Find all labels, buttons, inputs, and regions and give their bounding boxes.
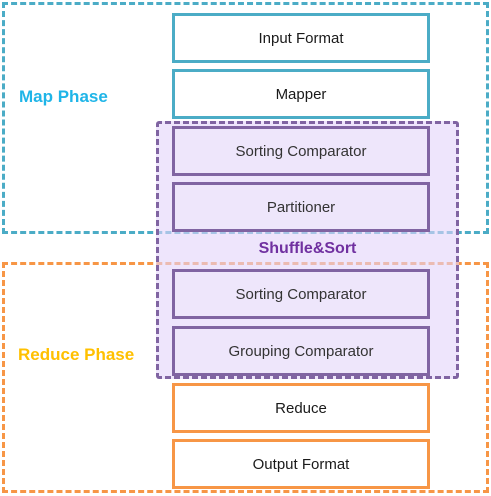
map-phase-label: Map Phase — [19, 87, 108, 106]
mapper-label: Mapper — [275, 85, 327, 103]
shuffle-sort-label: Shuffle&Sort — [258, 240, 357, 257]
grouping-comparator-box: Grouping Comparator — [172, 326, 430, 376]
sorting-comparator-box-reduce: Sorting Comparator — [172, 269, 430, 319]
output-format-label: Output Format — [252, 455, 350, 473]
partitioner-label: Partitioner — [266, 198, 336, 216]
reduce-phase-label: Reduce Phase — [18, 345, 135, 364]
reduce-label: Reduce — [275, 399, 327, 417]
input-format-label: Input Format — [258, 29, 344, 47]
grouping-comparator-label: Grouping Comparator — [228, 342, 374, 360]
sorting-comparator-label-map: Sorting Comparator — [235, 142, 367, 160]
sorting-comparator-label-reduce: Sorting Comparator — [235, 285, 367, 303]
reduce-box: Reduce — [172, 383, 430, 433]
output-format-box: Output Format — [172, 439, 430, 489]
mapper-box: Mapper — [172, 69, 430, 119]
sorting-comparator-box-map: Sorting Comparator — [172, 126, 430, 176]
input-format-box: Input Format — [172, 13, 430, 63]
partitioner-box: Partitioner — [172, 182, 430, 232]
